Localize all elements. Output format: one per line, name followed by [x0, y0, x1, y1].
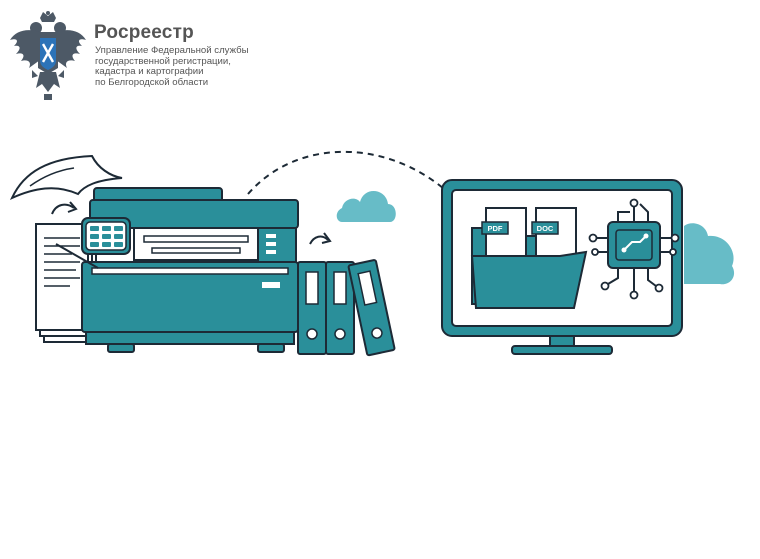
processor-chip-icon: [588, 198, 680, 300]
org-subtitle-line: Управление Федеральной службы: [95, 45, 249, 56]
curved-arrow-icon: [309, 232, 332, 245]
org-subtitle: Управление Федеральной службы государств…: [95, 45, 249, 88]
rosreestr-emblem-logo: [10, 11, 86, 100]
scanner-device: [55, 187, 299, 353]
binder-folders: [297, 259, 396, 357]
folder-icon: PDF DOC: [470, 207, 588, 309]
paper-stack: [35, 223, 97, 343]
cloud-icon: [336, 190, 396, 222]
flying-paper: [9, 154, 123, 201]
org-name: Росреестр: [94, 22, 194, 43]
pdf-label: PDF: [488, 224, 503, 233]
doc-label: DOC: [537, 224, 554, 233]
org-subtitle-line: государственной регистрации,: [95, 55, 231, 67]
curved-arrow-icon: [51, 201, 78, 215]
org-subtitle-line: по Белгородской области: [95, 76, 209, 88]
org-subtitle-line: кадастра и картографии: [95, 66, 204, 78]
cloud-icon: [684, 223, 735, 285]
